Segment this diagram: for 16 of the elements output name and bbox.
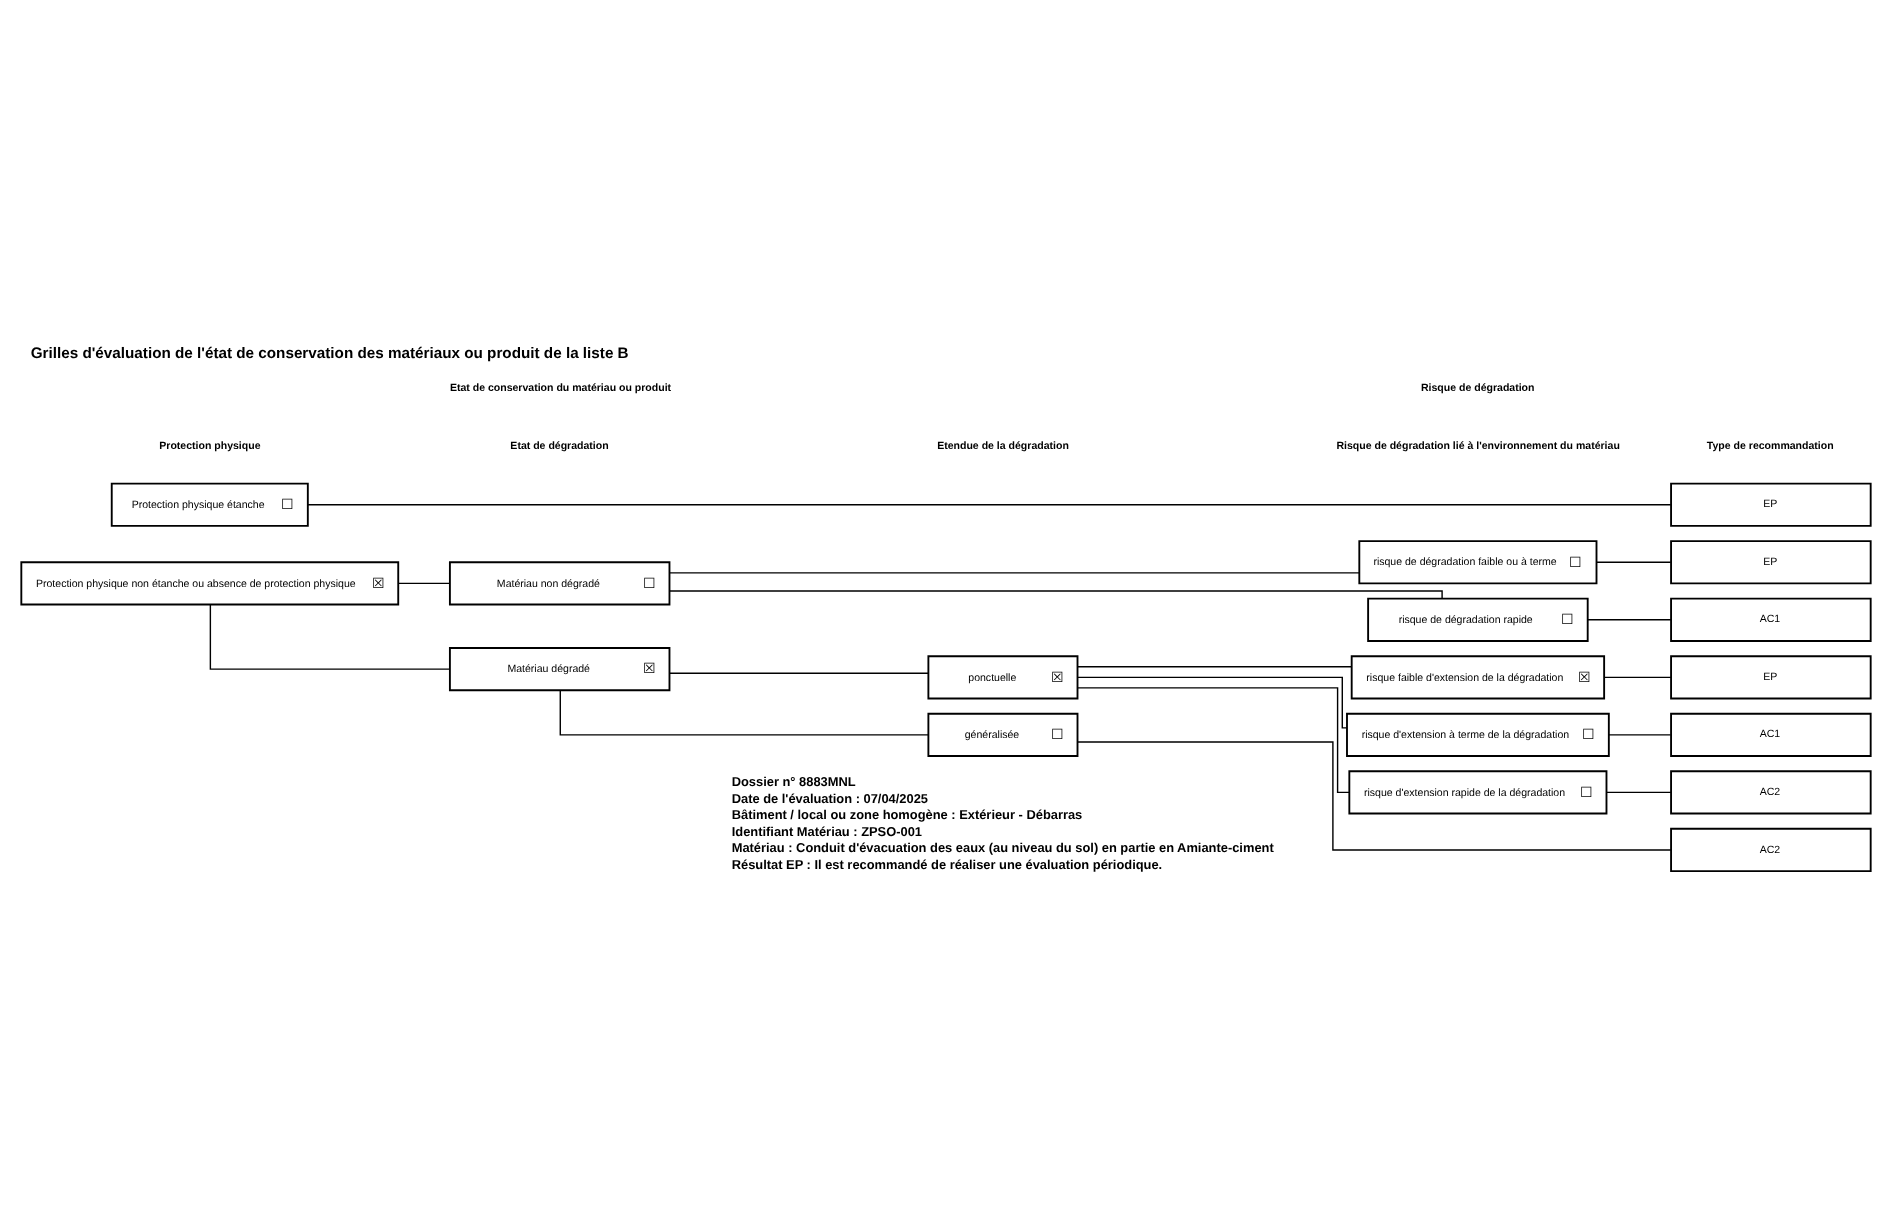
connector [1077, 665, 1353, 667]
connector [669, 671, 929, 673]
connector [307, 503, 1672, 505]
connector [668, 571, 1360, 573]
connector [1595, 560, 1672, 562]
connector [209, 602, 451, 669]
connector [1603, 675, 1672, 678]
connector [559, 688, 930, 735]
connector [1077, 675, 1348, 728]
connector [1608, 733, 1672, 735]
connector [1077, 740, 1672, 850]
connector [1606, 790, 1672, 793]
connector [1587, 618, 1672, 620]
connector [397, 581, 451, 584]
connector [1076, 686, 1350, 793]
connector [668, 589, 1443, 599]
